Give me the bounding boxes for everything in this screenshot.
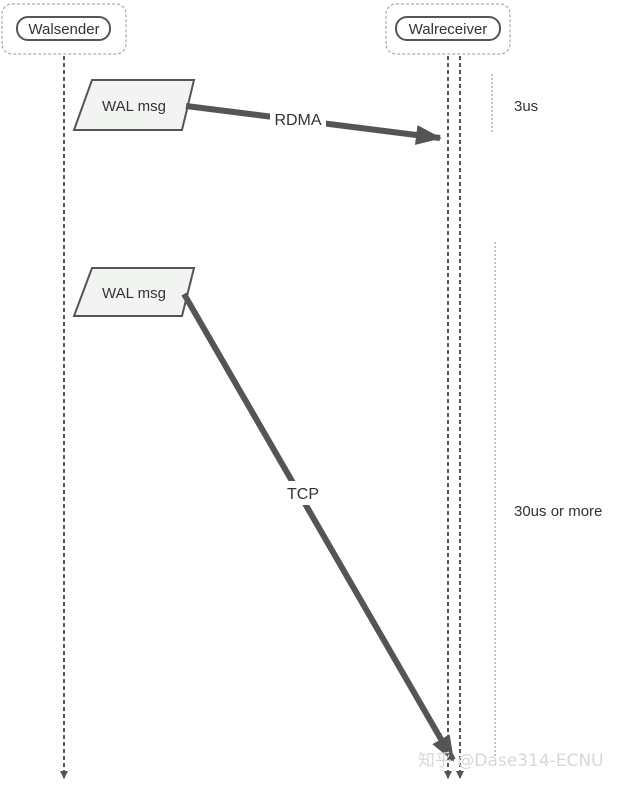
wal-msg-box-rdma — [72, 79, 196, 131]
tcp-duration-label: 30us or more — [514, 503, 602, 520]
tcp-message: WAL msg TCP — [72, 267, 456, 762]
wal-msg-box-tcp — [72, 267, 196, 317]
walsender-header: Walsender — [1, 3, 127, 55]
rdma-duration-label: 3us — [514, 98, 538, 115]
rdma-label-bg — [270, 108, 326, 130]
tcp-label: TCP — [287, 486, 319, 503]
rdma-label: RDMA — [274, 112, 321, 129]
wal-msg-label-rdma: WAL msg — [102, 98, 166, 115]
tcp-label-bg — [285, 481, 321, 505]
walsender-label: Walsender — [28, 21, 99, 38]
walreceiver-header: Walreceiver — [385, 3, 511, 55]
wal-msg-label-tcp: WAL msg — [102, 285, 166, 302]
watermark: 知乎 @Dase314-ECNU — [418, 751, 604, 771]
tcp-arrow — [181, 292, 456, 762]
walreceiver-label: Walreceiver — [409, 21, 488, 38]
rdma-message: WAL msg RDMA — [72, 79, 442, 145]
